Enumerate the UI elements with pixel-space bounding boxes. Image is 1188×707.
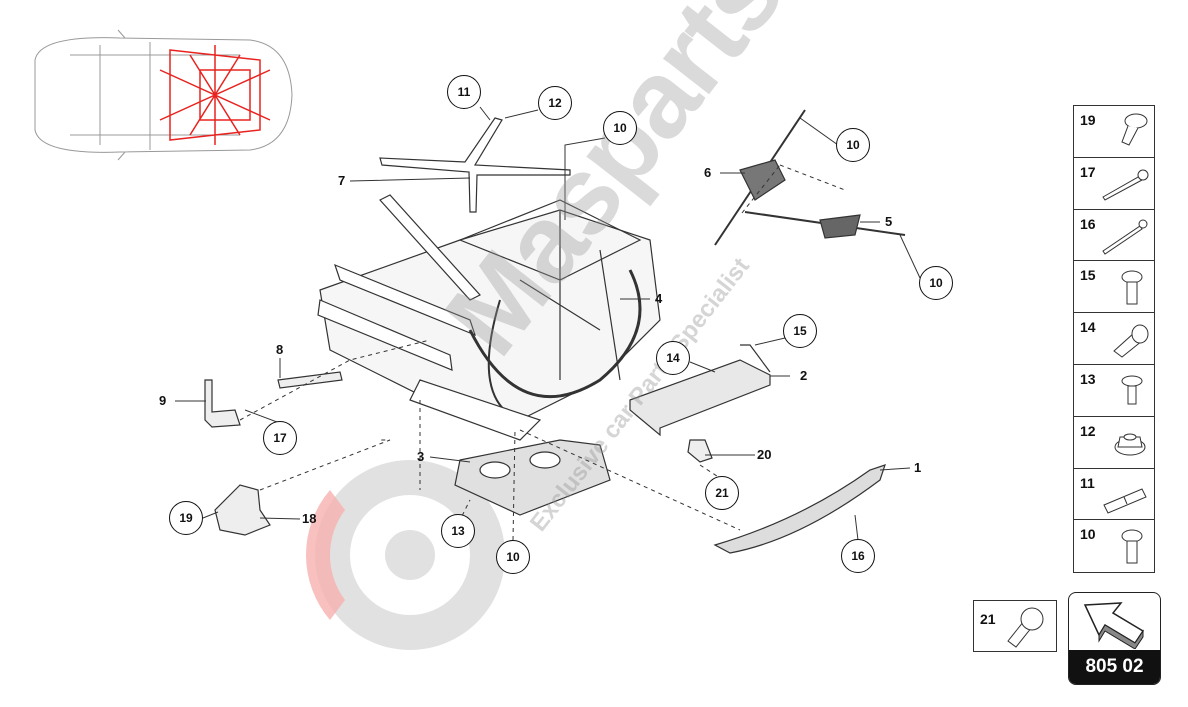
flange-bolt-icon [1121, 270, 1143, 305]
part-number: 12 [1080, 422, 1096, 439]
callout-16[interactable]: 16 [841, 539, 875, 573]
navigation-button[interactable]: 805 02 [1068, 592, 1161, 685]
part-7-cross-brace [379, 117, 571, 213]
callout-10[interactable]: 10 [836, 128, 870, 162]
label-8[interactable]: 8 [276, 342, 284, 357]
callout-11[interactable]: 11 [447, 75, 481, 109]
label-3[interactable]: 3 [417, 449, 425, 464]
part-row-16[interactable]: 16 [1074, 210, 1154, 262]
part-number: 16 [1080, 215, 1096, 232]
label-18[interactable]: 18 [302, 511, 317, 526]
part-number: 21 [980, 611, 996, 627]
label-4[interactable]: 4 [655, 291, 663, 306]
watermark-brake-disc [305, 460, 505, 650]
part-box-21[interactable]: 21 [973, 600, 1057, 652]
car-overview-thumbnail [34, 29, 293, 161]
part-number: 13 [1080, 370, 1096, 387]
sleeve-icon [1113, 324, 1149, 358]
callout-13[interactable]: 13 [441, 514, 475, 548]
label-2[interactable]: 2 [800, 368, 808, 383]
part-3-underbody-panel [454, 439, 611, 516]
callout-12[interactable]: 12 [538, 86, 572, 120]
part-2-crossmember [629, 344, 771, 437]
callout-10[interactable]: 10 [496, 540, 530, 574]
flange-bolt-icon [1121, 529, 1143, 564]
callout-10[interactable]: 10 [919, 266, 953, 300]
part-number: 17 [1080, 163, 1096, 180]
leader-lines [175, 106, 921, 541]
part-row-17[interactable]: 17 [1074, 158, 1154, 210]
label-20[interactable]: 20 [757, 447, 772, 462]
part-row-11[interactable]: 11 [1074, 469, 1154, 521]
part-row-19[interactable]: 19 [1074, 106, 1154, 158]
part-1-bumper-beam [713, 464, 886, 554]
label-6[interactable]: 6 [704, 165, 712, 180]
label-7[interactable]: 7 [338, 173, 346, 188]
small-brackets [204, 371, 713, 536]
torx-bolt-icon [1121, 113, 1148, 146]
stud-icon [1103, 487, 1147, 514]
part-number: 14 [1080, 319, 1096, 336]
part-number: 15 [1080, 267, 1096, 284]
callout-15[interactable]: 15 [783, 314, 817, 348]
label-9[interactable]: 9 [159, 393, 167, 408]
part-row-10[interactable]: 10 [1074, 520, 1154, 572]
label-5[interactable]: 5 [885, 214, 893, 229]
part-row-12[interactable]: 12 [1074, 417, 1154, 469]
part-row-13[interactable]: 13 [1074, 365, 1154, 417]
part-number: 11 [1080, 474, 1095, 491]
flange-nut-icon [1114, 433, 1146, 456]
callout-17[interactable]: 17 [263, 421, 297, 455]
part-number: 19 [1080, 112, 1096, 128]
arrow-up-left-icon [1083, 602, 1145, 649]
callout-19[interactable]: 19 [169, 501, 203, 535]
button-head-bolt-icon [1007, 607, 1044, 648]
part-number: 10 [1080, 526, 1096, 543]
part-row-14[interactable]: 14 [1074, 313, 1154, 365]
long-bolt-icon [1102, 169, 1149, 201]
spaceframe [317, 194, 661, 441]
callout-10[interactable]: 10 [603, 111, 637, 145]
fastener-parts-panel: 19 17 16 15 14 13 12 11 10 [1073, 105, 1155, 574]
page-code: 805 02 [1069, 650, 1160, 684]
button-head-bolt-icon [1121, 375, 1143, 405]
long-bolt-icon [1102, 219, 1148, 255]
part-6-5-struts [714, 109, 906, 246]
label-1[interactable]: 1 [914, 460, 922, 475]
callout-14[interactable]: 14 [656, 341, 690, 375]
callout-21[interactable]: 21 [705, 476, 739, 510]
part-row-15[interactable]: 15 [1074, 261, 1154, 314]
